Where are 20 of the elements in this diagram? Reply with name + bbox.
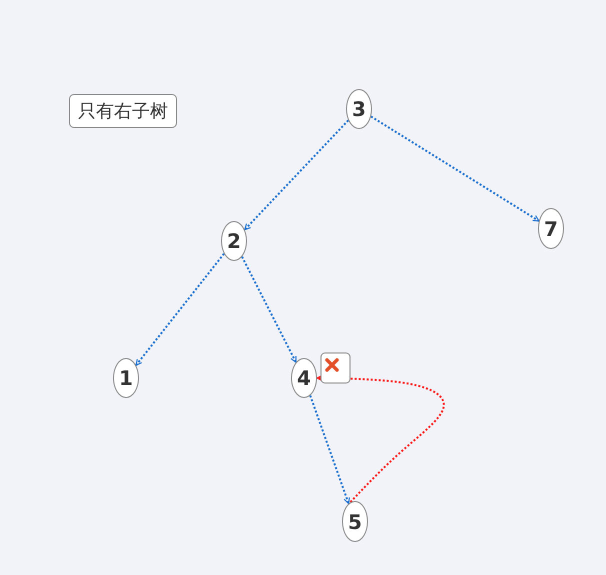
tree-node-ellipse <box>538 208 564 249</box>
tree-node-ellipse <box>291 358 317 398</box>
node-label: 2 <box>227 229 241 253</box>
arrow <box>316 374 445 503</box>
arrow <box>370 116 540 222</box>
arrow <box>135 253 225 366</box>
node-label: 4 <box>297 366 311 390</box>
tree-node-ellipse <box>346 89 372 129</box>
node-label: 1 <box>119 366 133 390</box>
tree-node-ellipse <box>221 221 247 261</box>
tree-node-ellipse <box>342 501 368 542</box>
arrow <box>309 395 350 504</box>
tree-node-ellipse <box>113 358 139 398</box>
node-label: 3 <box>352 97 366 121</box>
node-label: 7 <box>544 216 558 240</box>
node-label: 5 <box>348 510 362 534</box>
arrow <box>244 120 349 230</box>
node-label: 只有右子树 <box>78 100 168 123</box>
arrow <box>241 256 297 363</box>
note-box <box>69 94 177 128</box>
